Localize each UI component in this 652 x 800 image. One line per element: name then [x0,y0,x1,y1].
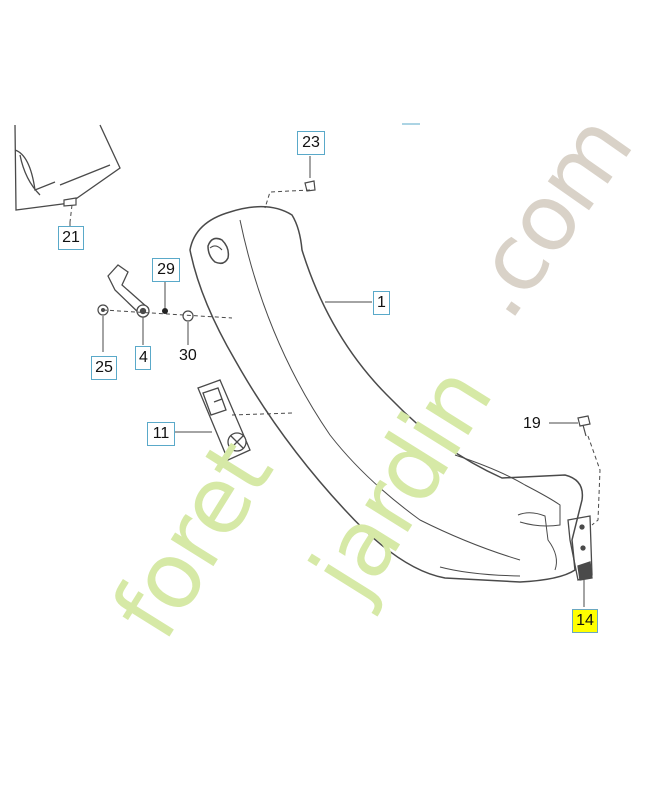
housing-fragment [14,124,121,211]
cover-part-1 [189,205,584,583]
callout-14: 14 [572,609,598,633]
callout-21: 21 [58,226,84,250]
bracket-part-14 [567,515,593,581]
callout-19: 19 [523,415,541,432]
callout-30: 30 [179,347,197,364]
screw-part-23 [304,180,316,192]
pin-part-29 [162,308,168,314]
callout-25: 25 [91,356,117,380]
label-plate-part-11 [197,379,251,461]
callout-4: 4 [135,346,151,370]
screw-part-21 [63,197,77,207]
callout-23: 23 [297,131,325,155]
assembly-lines [69,189,601,526]
screw-part-19 [577,415,591,437]
lever-part-4 [107,264,150,318]
leader-lines [69,123,585,607]
callout-11: 11 [147,422,175,446]
callout-1: 1 [373,291,390,315]
callout-29: 29 [152,258,180,282]
washer-part-30 [182,310,194,322]
